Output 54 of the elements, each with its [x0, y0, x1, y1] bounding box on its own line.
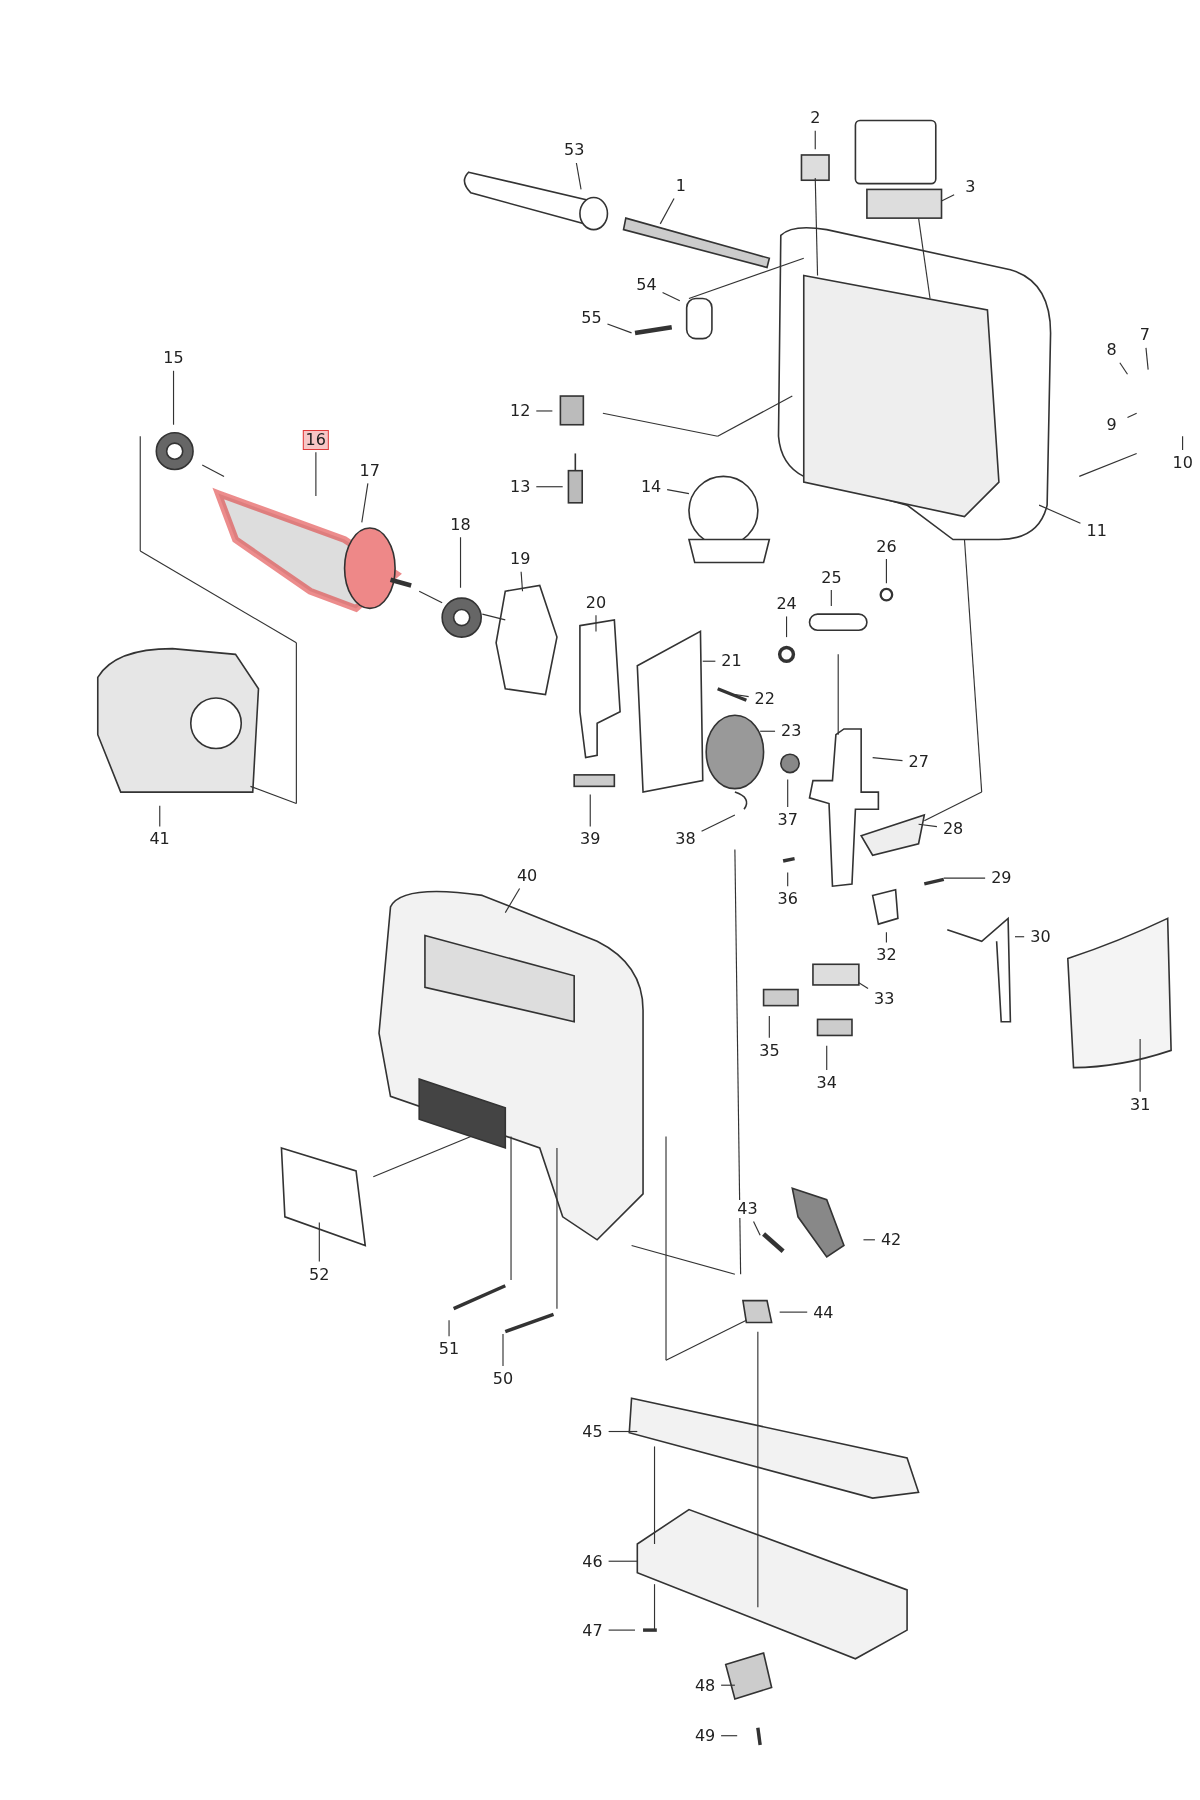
- leader-line: [1038, 504, 1081, 524]
- leader-line: [826, 1045, 828, 1071]
- leader-line: [659, 198, 675, 225]
- leader-line: [1182, 435, 1184, 451]
- leader-line: [701, 814, 736, 832]
- leader-line: [606, 323, 633, 334]
- leader-line: [1014, 936, 1025, 938]
- leader-line: [361, 482, 369, 523]
- leader-line: [315, 451, 317, 497]
- leader-line: [943, 877, 986, 879]
- leader-line: [608, 1560, 638, 1562]
- leader-line: [702, 660, 716, 662]
- callout-number: 43: [736, 1200, 759, 1219]
- leader-line: [787, 871, 789, 887]
- leader-line: [608, 1629, 636, 1631]
- leader-line: [575, 162, 582, 190]
- leader-line: [940, 194, 955, 202]
- leader-line: [459, 536, 462, 589]
- leader-line: [608, 1430, 638, 1433]
- leader-line: [785, 615, 788, 638]
- leader-line: [1145, 347, 1149, 371]
- leader-line: [759, 730, 776, 732]
- leader-line: [535, 410, 553, 412]
- leader-line: [720, 1735, 738, 1737]
- leader-line: [520, 571, 524, 592]
- leader-line: [318, 1222, 320, 1263]
- leader-line: [918, 823, 938, 828]
- leader-line: [595, 614, 597, 632]
- leader-line: [662, 291, 681, 302]
- leader-line: [172, 370, 175, 426]
- leader-line: [830, 589, 832, 607]
- leader-line: [1126, 412, 1138, 418]
- leader-line: [504, 887, 521, 914]
- leader-line: [768, 1015, 770, 1039]
- leader-line: [1119, 362, 1129, 375]
- leader-line: [734, 693, 750, 698]
- leader-line: [666, 489, 690, 495]
- leader-line: [814, 130, 816, 150]
- leader-line: [752, 1220, 761, 1236]
- leader-line: [589, 793, 591, 828]
- leader-line: [872, 757, 904, 762]
- leader-line: [159, 805, 161, 828]
- leader-line: [1139, 1038, 1141, 1093]
- leader-line: [862, 1239, 876, 1241]
- leader-line: [885, 558, 887, 584]
- callout-number: 16: [302, 429, 329, 450]
- leader-line: [720, 1684, 736, 1686]
- leader-line: [779, 1311, 808, 1313]
- leader-line: [858, 982, 869, 990]
- leader-line: [787, 778, 789, 808]
- leader-line: [535, 486, 564, 488]
- leader-line: [885, 931, 887, 944]
- leader-line: [448, 1319, 450, 1337]
- leader-line: [502, 1333, 504, 1367]
